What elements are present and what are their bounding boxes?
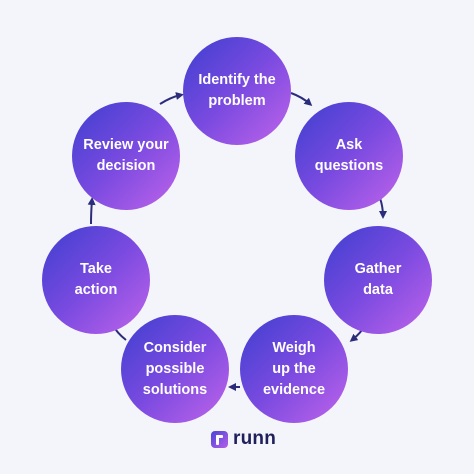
node-label-line: Ask	[335, 137, 363, 153]
arrow-ask-to-gather	[378, 197, 387, 219]
runn-logo: runn	[211, 428, 276, 450]
node-label-line: decision	[96, 158, 156, 174]
node-take-action: Take action	[42, 226, 150, 334]
node-label-line: questions	[314, 158, 384, 174]
node-gather-data: Gather data	[324, 226, 432, 334]
arrow-review-to-identify	[159, 92, 184, 105]
node-label-line: Take	[80, 261, 112, 277]
node-label-line: up the	[272, 360, 316, 377]
arrow-take-to-review	[87, 197, 96, 225]
node-weigh-up-the-evidence: Weigh up the evidence	[240, 315, 348, 423]
node-label-line: Review your	[83, 137, 169, 153]
node-label-line: action	[74, 282, 118, 298]
node-label-line: solutions	[142, 381, 208, 398]
node-label-line: problem	[208, 93, 266, 109]
runn-logo-text: runn	[233, 428, 277, 449]
node-label-line: data	[363, 282, 393, 298]
node-label-line: Identify the	[198, 72, 276, 88]
runn-logo-icon	[211, 430, 228, 448]
node-label-line: Weigh	[272, 339, 316, 356]
node-label-line: possible	[145, 360, 205, 377]
node-label-line: evidence	[262, 381, 326, 398]
node-label-line: Gather	[354, 261, 402, 277]
node-identify-the-problem: Identify the problem	[183, 37, 291, 145]
node-review-your-decision: Review your decision	[72, 102, 180, 210]
node-label-line: Consider	[143, 339, 207, 356]
node-consider-possible-solutions: Consider possible solutions	[121, 315, 229, 423]
arrow-identify-to-ask	[290, 92, 313, 106]
node-ask-questions: Ask questions	[295, 102, 403, 210]
